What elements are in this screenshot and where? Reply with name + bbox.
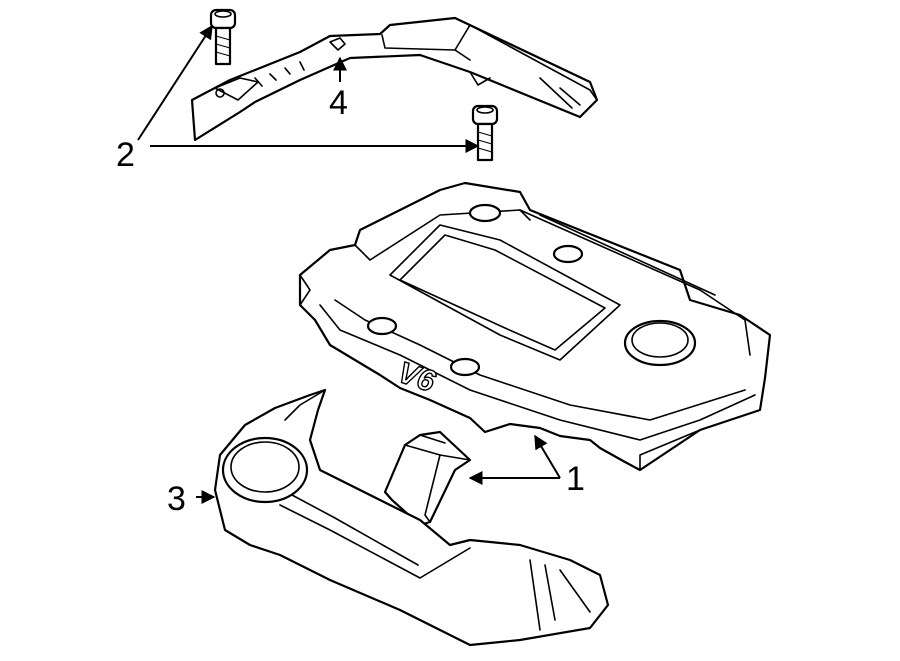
engine-cover: V6 <box>298 181 772 472</box>
insulator-pad <box>383 430 472 527</box>
leader-lines <box>137 24 561 504</box>
bolt-top-left <box>209 8 237 66</box>
bolt-right <box>471 104 499 162</box>
callout-3: 3 <box>167 480 186 518</box>
callout-4: 4 <box>329 84 348 122</box>
upper-bracket <box>190 16 599 142</box>
side-cover <box>213 388 610 647</box>
callout-2: 2 <box>116 136 135 174</box>
callout-1: 1 <box>566 460 585 498</box>
